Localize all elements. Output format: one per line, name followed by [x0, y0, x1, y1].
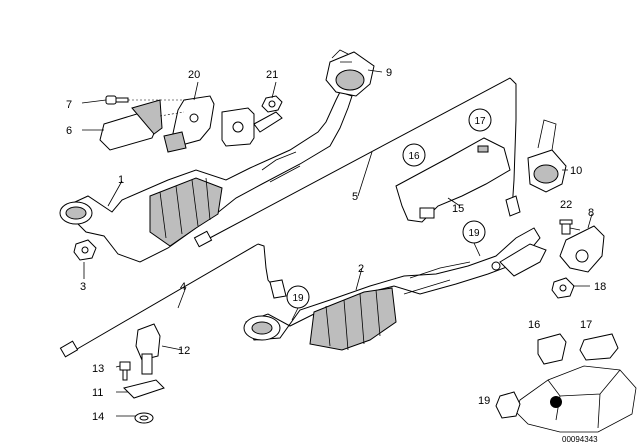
heat-shield-6[interactable] [99, 99, 163, 151]
callout-21: 21 [266, 69, 278, 81]
rear-catalytic-converter-2[interactable] [243, 227, 541, 351]
callout-3: 3 [80, 281, 86, 293]
nut-18[interactable] [551, 277, 575, 299]
callout-14: 14 [92, 411, 104, 423]
callout-1: 1 [118, 174, 124, 186]
inset-part-17[interactable] [579, 333, 619, 361]
rear-pipe-section[interactable] [499, 243, 547, 277]
callout-20: 20 [188, 69, 200, 81]
oxygen-sensor-5[interactable] [193, 77, 521, 248]
screw-13[interactable] [119, 361, 131, 381]
bracket-20[interactable] [163, 95, 215, 153]
nut-3[interactable] [73, 239, 97, 261]
screw-7[interactable] [105, 95, 129, 105]
callout-15: 15 [452, 203, 464, 215]
pipe-hanger-ring [491, 261, 501, 271]
location-marker-icon [550, 396, 562, 408]
nut-14[interactable] [134, 412, 154, 424]
callout-12: 12 [178, 345, 190, 357]
callout-18: 18 [594, 281, 606, 293]
leader-lines [81, 69, 593, 417]
plug-19[interactable] [495, 391, 521, 419]
callout-19-circled-right: 19 [468, 228, 480, 239]
callout-19-inset: 19 [478, 395, 490, 407]
callout-2: 2 [358, 263, 364, 275]
clamp-9[interactable] [325, 49, 375, 97]
nut-21[interactable] [261, 95, 283, 113]
inset-part-16[interactable] [537, 333, 567, 365]
clamp-10[interactable] [527, 119, 567, 193]
callout-5: 5 [352, 191, 358, 203]
circled-callouts: 16 17 19 19 [286, 108, 492, 309]
callout-22: 22 [560, 199, 572, 211]
upper-mounting-bracket[interactable] [221, 107, 283, 147]
callout-labels: 1 2 3 4 5 6 7 8 9 10 11 12 13 14 15 16 1… [66, 67, 606, 423]
heat-shield-15[interactable] [395, 137, 511, 223]
bracket-8[interactable] [559, 225, 605, 273]
callout-16-inset: 16 [528, 319, 540, 331]
diagram-reference-number: 00094343 [562, 435, 598, 444]
callout-11: 11 [92, 387, 103, 399]
callout-4: 4 [180, 281, 186, 293]
oxygen-sensor-4[interactable] [59, 243, 287, 358]
circled-callout-leaders [291, 242, 481, 321]
callout-9: 9 [386, 67, 392, 79]
sensor-holder-12[interactable] [135, 323, 161, 375]
vehicle-location-inset [515, 365, 637, 433]
screw-22[interactable] [559, 219, 573, 235]
clip-11[interactable] [123, 379, 165, 399]
callout-10: 10 [570, 165, 582, 177]
front-catalytic-converter-1[interactable] [59, 91, 353, 263]
callout-16-circled: 16 [408, 151, 420, 162]
callout-19-circled-left: 19 [292, 293, 304, 304]
callout-13: 13 [92, 363, 104, 375]
callout-17-circled: 17 [474, 116, 486, 127]
callout-8: 8 [588, 207, 594, 219]
callout-6: 6 [66, 125, 72, 137]
callout-7: 7 [66, 99, 72, 111]
callout-17-inset: 17 [580, 319, 592, 331]
